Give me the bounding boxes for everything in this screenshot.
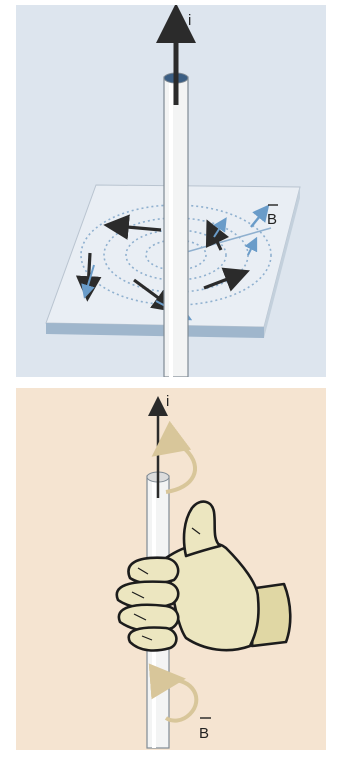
field-label: B xyxy=(267,211,277,228)
curl-arrow-bottom xyxy=(166,680,196,721)
right-hand-rule-diagram: i B xyxy=(16,388,326,750)
top-figure-panel: i B xyxy=(16,5,326,377)
field-label: B xyxy=(199,725,209,742)
hand xyxy=(117,502,291,651)
wire-field-diagram: i B xyxy=(16,5,326,377)
curl-arrow-top xyxy=(166,444,195,492)
wire xyxy=(164,73,188,377)
bottom-figure-panel: i B xyxy=(16,388,326,750)
current-label: i xyxy=(188,12,191,29)
current-label: i xyxy=(166,393,169,410)
